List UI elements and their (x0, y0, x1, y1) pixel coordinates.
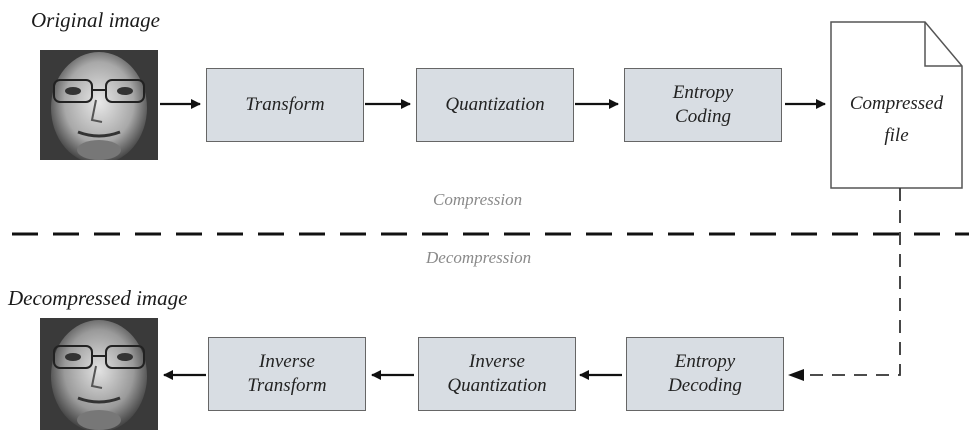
inverse-transform-block-label-line1: Inverse (259, 351, 315, 372)
entropy-decoding-block-label-line2: Decoding (668, 375, 742, 396)
decompressed-image-label: Decompressed image (8, 286, 188, 310)
entropy-decoding-block: Entropy Decoding (626, 337, 784, 411)
original-image-label: Original image (31, 8, 160, 32)
decompressed-face-image (40, 318, 158, 430)
inverse-transform-block: Inverse Transform (208, 337, 366, 411)
arrow-into-entropy-decoding (788, 369, 804, 381)
compressed-file-fold (924, 22, 962, 67)
entropy-coding-block-label-line1: Entropy (672, 82, 734, 103)
inverse-transform-block-label-line2: Transform (247, 375, 327, 396)
entropy-decoding-block-label-line1: Entropy (674, 351, 736, 372)
compressed-file-label-line1: Compressed (849, 93, 944, 114)
quantization-block: Quantization (416, 68, 574, 142)
transform-block-label: Transform (245, 94, 325, 115)
quantization-block-label: Quantization (445, 94, 545, 115)
inverse-quantization-block-label-line2: Quantization (447, 375, 547, 396)
entropy-coding-block-label-line2: Coding (675, 106, 731, 127)
entropy-coding-block: Entropy Coding (624, 68, 782, 142)
inverse-quantization-block: Inverse Quantization (418, 337, 576, 411)
inverse-quantization-block-label-line1: Inverse (469, 351, 525, 372)
compression-label: Compression (433, 190, 523, 209)
compressed-file-shape (830, 21, 963, 189)
compressed-file-label-line2: file (884, 125, 909, 146)
transform-block: Transform (206, 68, 364, 142)
dashed-connector-file-to-decoding (798, 188, 901, 376)
decompression-label: Decompression (426, 248, 532, 267)
original-face-image (40, 50, 158, 160)
compressed-file-label: Compressed file (831, 88, 962, 152)
